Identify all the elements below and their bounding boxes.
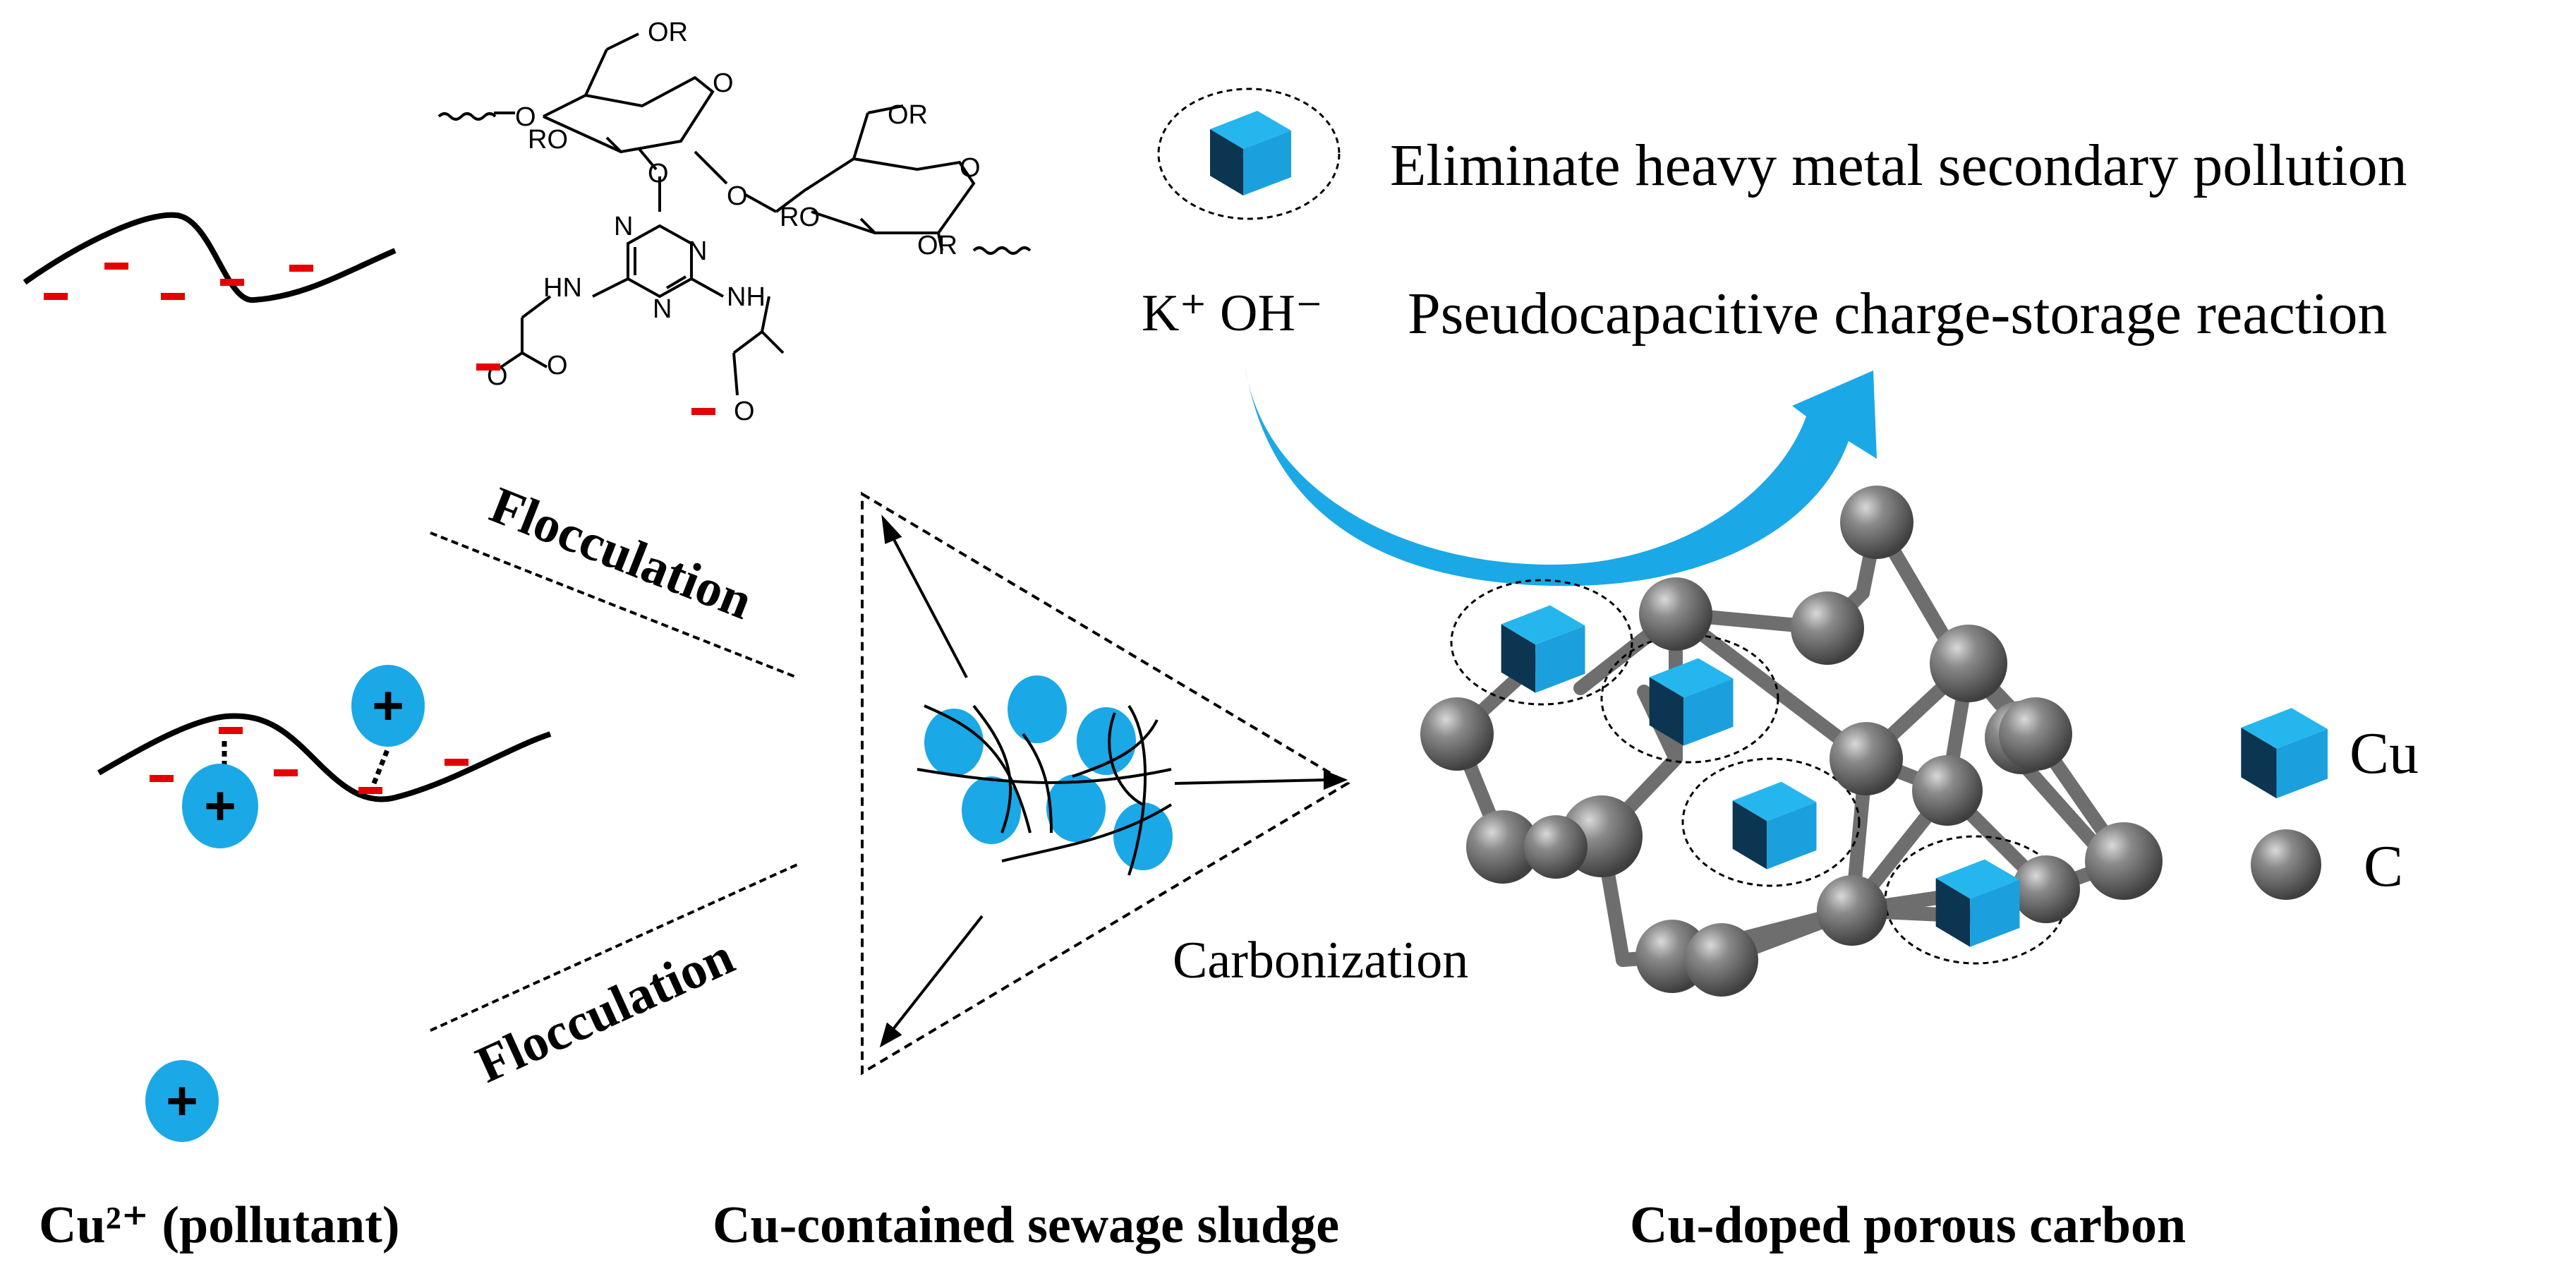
svg-text:O: O [515, 102, 536, 132]
carboxylate-charge-left [476, 363, 500, 371]
svg-text:Eliminate heavy metal secondar: Eliminate heavy metal secondary pollutio… [1390, 133, 2407, 198]
carbonization-label: Carbonization [1173, 932, 1468, 990]
carboxylate-charge-right [691, 408, 715, 415]
flocculation-arrow-upper: Flocculation [430, 476, 798, 679]
polysaccharide-structure [437, 32, 1032, 396]
svg-text:O: O [547, 351, 568, 380]
svg-text:K⁺ OH⁻: K⁺ OH⁻ [1142, 284, 1323, 342]
label-carbon: Cu-doped porous carbon [1630, 1196, 2186, 1254]
legend-c-label: C [2364, 834, 2403, 899]
polymer-chain-with-ions: + + [97, 665, 552, 848]
cu-ion-bridge: + [351, 665, 425, 747]
svg-text:+: + [372, 674, 404, 736]
bottom-labels: Cu²⁺ (pollutant) Cu-contained sewage slu… [39, 1196, 2186, 1254]
legend-c-icon [2251, 829, 2321, 900]
svg-text:+: + [204, 774, 236, 836]
label-sludge: Cu-contained sewage sludge [713, 1196, 1339, 1254]
sludge-triangle [861, 491, 1350, 1076]
svg-text:N: N [614, 212, 633, 241]
svg-text:Flocculation: Flocculation [468, 927, 742, 1095]
svg-text:OR: OR [917, 231, 957, 260]
svg-text:O: O [960, 153, 981, 183]
chemical-labels: OR O O RO O O OR O RO OR N N N HN NH O O… [476, 18, 981, 426]
svg-text:+: + [166, 1069, 198, 1131]
svg-text:O: O [727, 181, 748, 211]
svg-text:OR: OR [648, 18, 688, 47]
label-pollutant: Cu²⁺ (pollutant) [39, 1196, 400, 1254]
polymer-chain-top [23, 212, 397, 303]
svg-text:Pseudocapacitive charge-storag: Pseudocapacitive charge-storage reaction [1408, 281, 2387, 347]
legend-cu-label: Cu [2350, 721, 2419, 786]
svg-text:N: N [653, 294, 672, 324]
top-right-annotation: Eliminate heavy metal secondary pollutio… [1142, 88, 2407, 347]
svg-text:OR: OR [888, 100, 928, 130]
svg-text:O: O [734, 397, 755, 426]
carbon-atoms [1420, 486, 2163, 997]
expansion-arrows [879, 515, 1348, 1048]
cu-ion-bound: + [182, 764, 258, 848]
svg-text:N: N [688, 236, 707, 266]
legend: Cu C [2241, 708, 2419, 900]
charge-storage-arrow [1245, 367, 1877, 587]
negative-charges-middle [150, 727, 468, 794]
porous-carbon-model [1420, 486, 2163, 997]
legend-cu-icon [2241, 708, 2328, 799]
svg-text:O: O [713, 68, 734, 98]
cu-cube-icon [1210, 111, 1291, 196]
negative-charges-top [44, 263, 313, 300]
floc-particles [924, 675, 1173, 870]
svg-text:NH: NH [727, 282, 766, 312]
svg-text:HN: HN [543, 273, 582, 303]
cu-ion-free: + [145, 1060, 219, 1142]
svg-text:RO: RO [528, 125, 568, 155]
flocculation-arrow-lower: Flocculation [430, 863, 798, 1095]
svg-text:O: O [648, 159, 669, 188]
floc-fibers [917, 704, 1173, 876]
svg-text:RO: RO [780, 203, 820, 232]
